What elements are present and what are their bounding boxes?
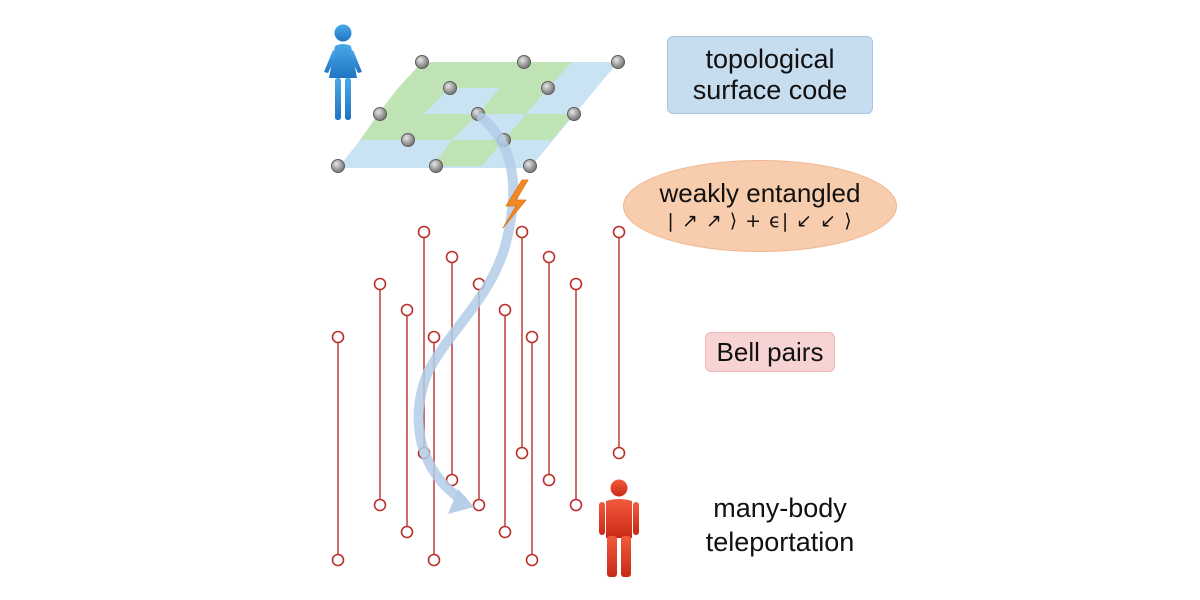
qubit [401,133,415,147]
bell-pairs-text: Bell pairs [716,337,824,367]
surface-code-label: topological surface code [667,36,873,114]
plaquette [378,88,450,114]
surface-code-line-2: surface code [692,75,848,105]
plaquette [450,62,524,88]
bell-pair [400,303,414,539]
bell-pair [498,303,512,539]
lightning-icon [502,179,529,229]
bell-pair [472,277,486,512]
qubit [523,159,537,173]
teleportation-label: many-body teleportation [690,488,870,562]
plaquette [478,88,548,114]
bell-pair [542,250,556,487]
plaquette [404,114,478,140]
qubit [443,81,457,95]
teleportation-flow-arrow [413,113,519,514]
person-male-icon [599,479,639,577]
lattice-qubits [331,55,625,173]
qubit [517,55,531,69]
bell-pair [445,250,459,487]
bell-pair [515,225,529,460]
lattice-plaquettes [360,62,574,166]
qubit [567,107,581,121]
bell-pair [427,330,441,567]
bell-pairs [331,225,626,567]
qubit [331,159,345,173]
qubit [415,55,429,69]
bell-pair [373,277,387,512]
flow-arrowhead [448,489,474,514]
surface-code-line-1: topological [705,44,835,74]
plaquette [504,114,574,140]
teleportation-line-2: teleportation [705,527,855,557]
weakly-entangled-title: weakly entangled [659,178,861,208]
qubit [373,107,387,121]
bell-pair [569,277,583,512]
bell-pairs-label: Bell pairs [705,332,835,372]
qubit [611,55,625,69]
weak-state-formula: | ↗ ↗ ⟩ + ϵ| ↙ ↙ ⟩ [667,210,853,232]
weakly-entangled-label: weakly entangled | ↗ ↗ ⟩ + ϵ| ↙ ↙ ⟩ [623,160,897,252]
qubit [541,81,555,95]
plaquette [500,62,572,88]
qubit [429,159,443,173]
plaquette [432,140,504,166]
teleportation-line-1: many-body [713,493,847,523]
bell-pair [331,330,345,567]
person-female-icon [324,24,362,120]
bell-pair [612,225,626,460]
bell-pair [525,330,539,567]
